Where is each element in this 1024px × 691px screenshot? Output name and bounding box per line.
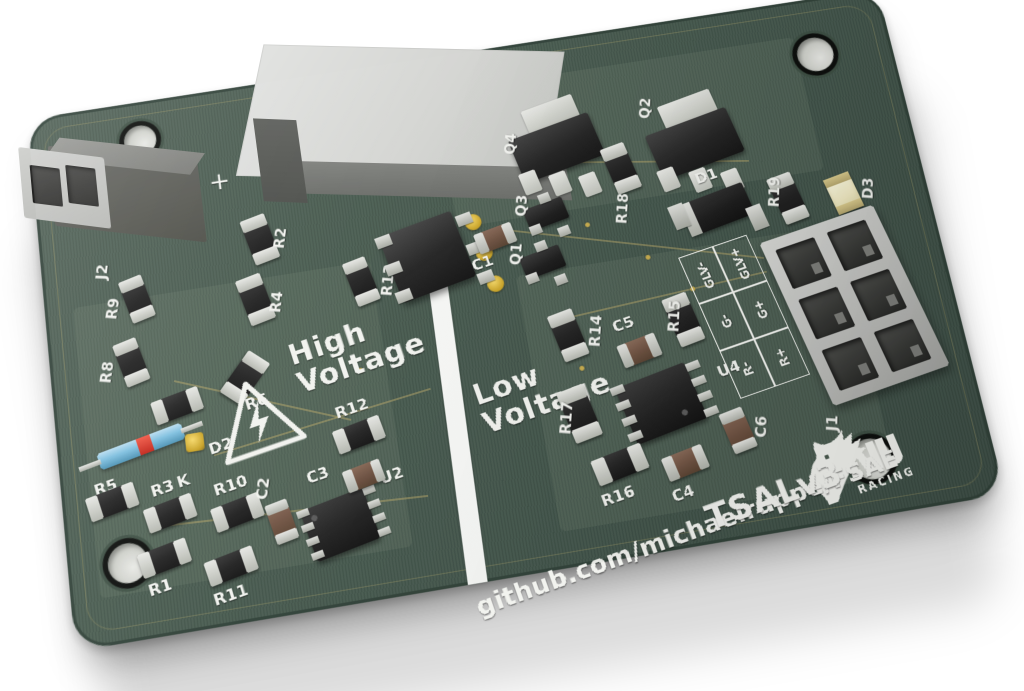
ref-r19: R19 [764,175,784,208]
ref-q4: Q4 [500,132,521,156]
high-voltage-warning-triangle [202,365,311,471]
warning-triangle-svg [202,365,311,471]
pcb-board[interactable]: J2 + R9 R8 R7 R6 R4 R2 [18,0,1006,652]
relay-top-face [235,44,565,184]
j2-cavity-2 [65,164,100,207]
